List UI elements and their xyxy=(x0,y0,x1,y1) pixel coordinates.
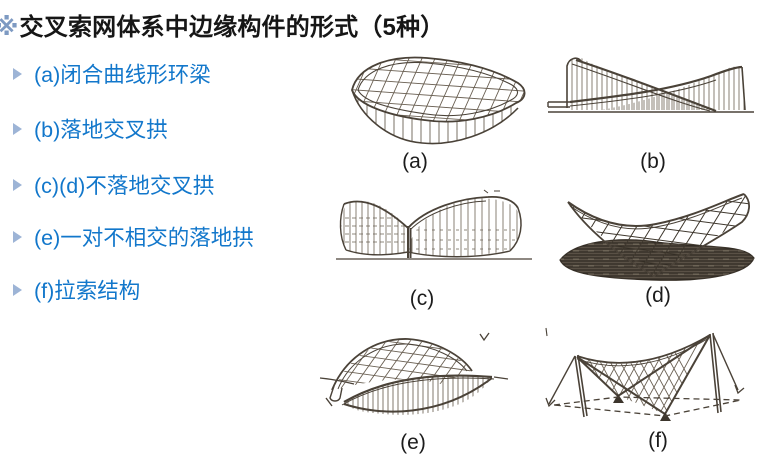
bullet-item-f: (f)拉索结构 xyxy=(13,274,140,305)
bullet-label: (a)闭合曲线形环梁 xyxy=(34,63,211,87)
elevated-crossed-arches-building-sketch xyxy=(336,189,532,260)
figure-label-d: (d) xyxy=(645,284,671,307)
triangle-bullet-icon xyxy=(13,283,22,296)
bullet-item-e: (e)一对不相交的落地拱 xyxy=(13,221,254,252)
bullet-label: (b)落地交叉拱 xyxy=(34,118,168,142)
leaf-shell-arches-sketch xyxy=(319,332,509,415)
closed-ring-beam-sketch xyxy=(351,56,526,145)
triangle-bullet-icon xyxy=(13,122,22,135)
page-title-text: 交叉索网体系中边缘构件的形式（5种） xyxy=(19,14,445,41)
triangle-bullet-icon xyxy=(13,67,22,80)
saddle-cable-net-sketch xyxy=(559,193,755,281)
reference-mark-icon: ※ xyxy=(0,14,19,41)
bullet-item-a: (a)闭合曲线形环梁 xyxy=(13,58,211,89)
figure-label-b: (b) xyxy=(640,150,666,173)
bullet-label: (f)拉索结构 xyxy=(34,279,141,303)
triangle-bullet-icon xyxy=(13,178,22,191)
figure-label-a: (a) xyxy=(402,150,428,173)
bullet-item-cd: (c)(d)不落地交叉拱 xyxy=(13,169,214,200)
ground-crossed-arches-sketch xyxy=(547,57,754,113)
bullet-label: (e)一对不相交的落地拱 xyxy=(34,226,254,250)
page-title: ※交叉索网体系中边缘构件的形式（5种） xyxy=(0,7,445,42)
triangle-bullet-icon xyxy=(13,230,22,243)
bullet-item-b: (b)落地交叉拱 xyxy=(13,113,168,144)
guyed-cable-net-tent-sketch xyxy=(545,327,745,421)
figure-label-c: (c) xyxy=(409,287,435,310)
figure-label-f: (f) xyxy=(648,429,668,452)
bullet-label: (c)(d)不落地交叉拱 xyxy=(34,174,215,198)
figure-label-e: (e) xyxy=(400,431,426,454)
